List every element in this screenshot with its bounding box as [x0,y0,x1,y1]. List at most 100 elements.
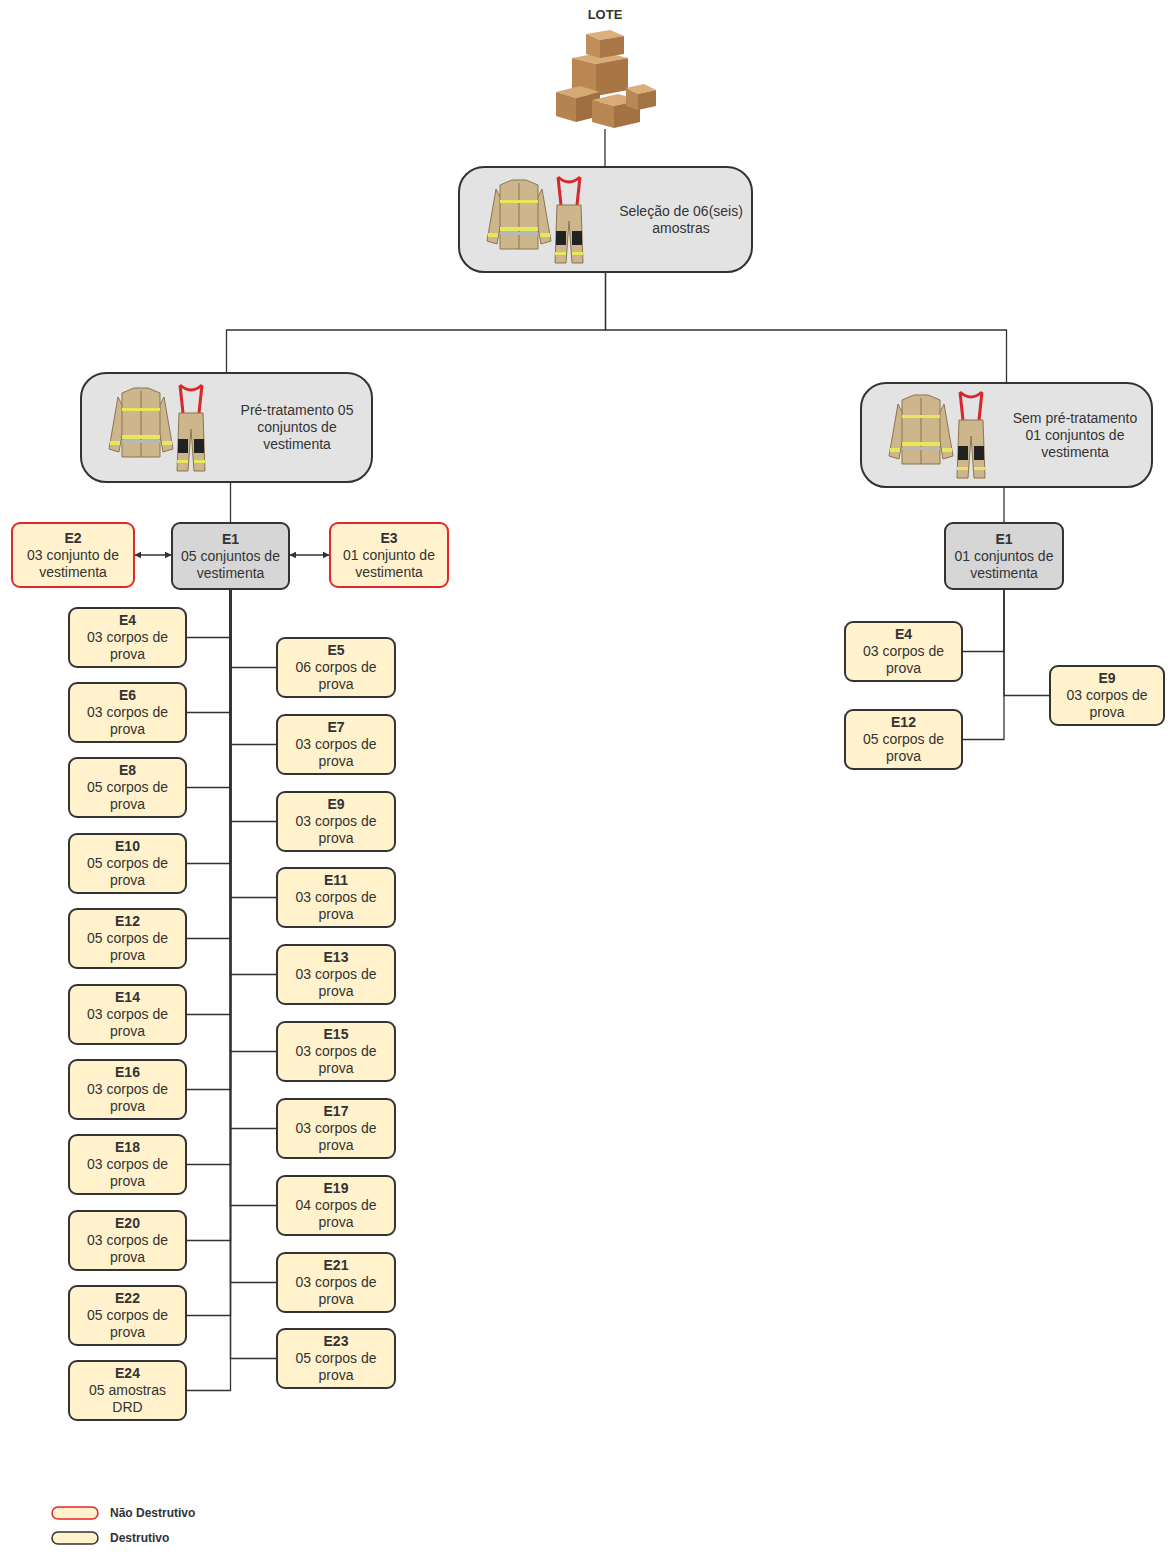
box-text: 03 corpos de prova [284,1120,388,1154]
test-box: E1904 corpos de prova [276,1175,396,1236]
box-text: 05 corpos de prova [284,1350,388,1384]
connector-line [187,590,231,1241]
test-code: E18 [115,1139,140,1156]
test-box: E903 corpos de prova [1049,665,1165,726]
connector-line [963,590,1004,740]
connector-line [231,590,277,1206]
box-text: Pré-tratamento 05 conjuntos de vestiment… [231,402,363,453]
connector-line [231,590,277,898]
connector-line [231,590,277,1129]
test-code: E3 [380,530,397,547]
test-box: E1603 corpos de prova [68,1059,187,1120]
legend-swatch [52,1507,98,1544]
test-code: E7 [327,719,344,736]
test-code: E5 [327,642,344,659]
test-box: E903 corpos de prova [276,791,396,852]
test-code: E14 [115,989,140,1006]
test-box: E1703 corpos de prova [276,1098,396,1159]
box-text: 03 corpos de prova [284,889,388,923]
connector-line [231,590,277,1052]
group-box: Seleção de 06(seis) amostras [458,166,753,273]
box-text: 03 corpos de prova [284,813,388,847]
boxes-illustration [556,30,656,128]
test-box: E403 corpos de prova [68,607,187,668]
test-code: E12 [891,714,916,731]
test-box: E2305 corpos de prova [276,1328,396,1389]
test-code: E22 [115,1290,140,1307]
test-code: E4 [119,612,136,629]
box-text: 03 corpos de prova [76,1156,179,1190]
diagram-title: LOTE [0,7,1168,22]
box-text: 03 corpos de prova [284,1274,388,1308]
test-code: E1 [222,531,239,548]
suit-illustration [888,390,988,480]
test-code: E19 [324,1180,349,1197]
test-code: E12 [115,913,140,930]
box-text: 05 conjuntos de vestimenta [179,548,282,582]
test-box: E703 corpos de prova [276,714,396,775]
connector-line [231,590,277,745]
test-box: E805 corpos de prova [68,757,187,818]
test-box: E403 corpos de prova [844,621,963,682]
test-code: E9 [327,796,344,813]
connector-line [135,554,171,555]
group-box: Sem pré-tratamento 01 conjuntos de vesti… [860,382,1153,488]
suit-illustration [108,383,208,473]
box-text: 05 corpos de prova [76,1307,179,1341]
box-text: 05 corpos de prova [76,855,179,889]
test-code: E23 [324,1333,349,1350]
test-group-box: E105 conjuntos de vestimenta [171,522,290,590]
test-box: E2205 corpos de prova [68,1285,187,1346]
box-text: Sem pré-tratamento 01 conjuntos de vesti… [1005,410,1145,461]
test-code: E4 [895,626,912,643]
connector-line [187,590,231,713]
test-group-box: E101 conjuntos de vestimenta [944,522,1064,590]
box-text: 03 corpos de prova [852,643,955,677]
test-box: E1103 corpos de prova [276,867,396,928]
test-code: E9 [1098,670,1115,687]
box-text: 03 corpos de prova [76,629,179,663]
connector-line [606,273,1007,382]
connector-line [290,554,329,555]
box-text: 03 corpos de prova [284,736,388,770]
connector-line [231,590,277,1283]
box-text: 01 conjunto de vestimenta [337,547,441,581]
box-text: 05 corpos de prova [76,779,179,813]
box-text: 01 conjuntos de vestimenta [952,548,1056,582]
test-code: E17 [324,1103,349,1120]
test-box: E203 conjunto de vestimenta [11,522,135,588]
test-box: E2003 corpos de prova [68,1210,187,1271]
connector-line [187,590,231,1391]
test-box: E1205 corpos de prova [844,709,963,770]
connector-line [963,590,1004,652]
test-code: E8 [119,762,136,779]
box-text: 05 corpos de prova [76,930,179,964]
test-code: E1 [995,531,1012,548]
test-box: E1303 corpos de prova [276,944,396,1005]
box-text: 03 conjunto de vestimenta [19,547,127,581]
connector-line [187,590,231,788]
connector-line [1004,590,1049,696]
connector-line [187,590,231,1015]
box-text: 03 corpos de prova [76,1081,179,1115]
test-box: E1205 corpos de prova [68,908,187,969]
connector-line [187,590,231,1165]
test-code: E21 [324,1257,349,1274]
test-code: E11 [324,872,348,889]
test-box: E1503 corpos de prova [276,1021,396,1082]
connector-line [230,483,231,522]
connector-line [1003,488,1004,522]
test-code: E6 [119,687,136,704]
box-text: 03 corpos de prova [284,966,388,1000]
box-text: 05 corpos de prova [852,731,955,765]
connector-line [187,590,231,1316]
connector-line [231,590,277,822]
box-text: 03 corpos de prova [76,704,179,738]
connector-line [187,590,231,864]
connector-line [227,273,606,372]
connector-line [231,590,277,1359]
connector-line [231,590,277,975]
test-code: E16 [115,1064,140,1081]
connector-line [231,590,277,668]
